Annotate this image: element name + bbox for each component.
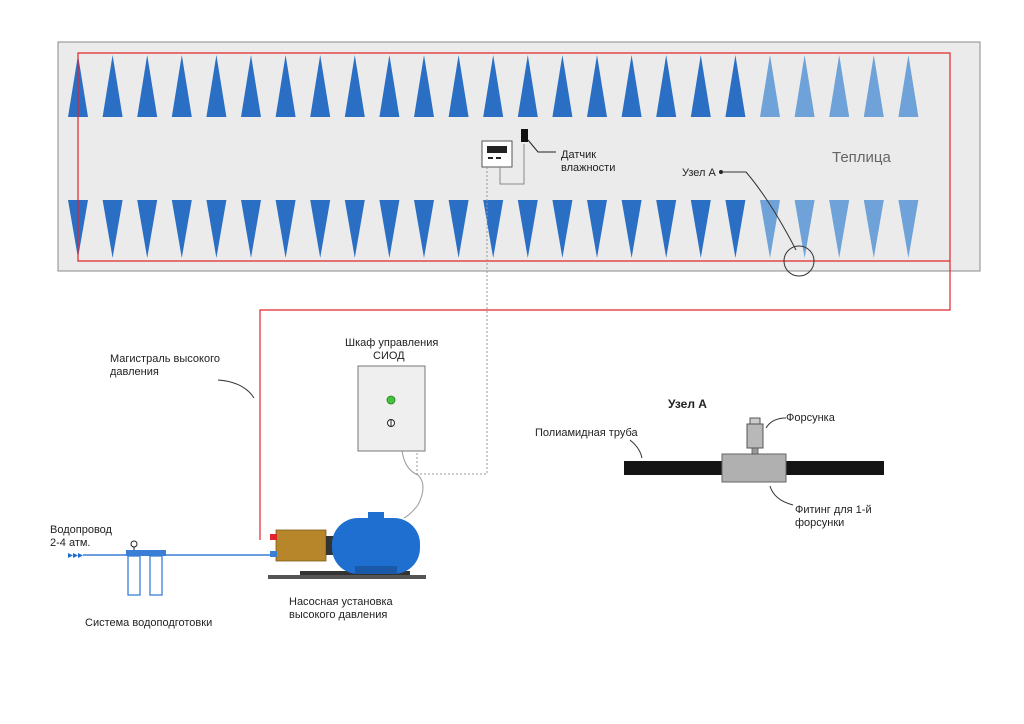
node-a-marker-circle xyxy=(783,245,815,277)
cabinet-to-pump-cable xyxy=(401,450,424,519)
high-pressure-main-leader xyxy=(217,379,255,399)
controller-display-icon xyxy=(481,140,513,168)
sensor-cable xyxy=(499,144,525,185)
nozzle-label: Форсунка xyxy=(786,412,836,424)
node-a-leader-line xyxy=(721,171,797,251)
pump-station-label-2: высокого давления xyxy=(289,609,387,621)
high-pressure-main-label-2: давления xyxy=(110,366,159,378)
top-nozzle-spray-cone xyxy=(483,55,504,117)
top-nozzle-spray-cone xyxy=(690,55,711,117)
pump-icon xyxy=(268,512,426,579)
control-cabinet-label-2: СИОД xyxy=(373,350,405,362)
water-treatment-label: Система водоподготовки xyxy=(85,617,212,629)
polyamide-pipe-label: Полиамидная труба xyxy=(535,427,638,439)
top-nozzle-spray-cone xyxy=(829,55,850,117)
top-nozzle-spray-cone xyxy=(552,55,573,117)
water-supply-label-2: 2-4 атм. xyxy=(50,537,91,549)
node-a-pointer-label: Узел А xyxy=(682,167,717,179)
high-pressure-pipe-loop xyxy=(77,52,951,540)
nozzle-row-top xyxy=(68,55,919,117)
control-cabinet-box xyxy=(357,365,426,452)
nozzle-leader xyxy=(765,417,787,429)
top-nozzle-spray-cone xyxy=(275,55,296,117)
top-nozzle-spray-cone xyxy=(760,55,780,117)
bottom-nozzle-spray-cone xyxy=(863,200,884,258)
bottom-nozzle-spray-cone xyxy=(587,200,607,258)
top-nozzle-spray-cone xyxy=(206,55,227,117)
top-nozzle-spray-cone xyxy=(656,55,677,117)
bottom-nozzle-spray-cone xyxy=(448,200,469,258)
top-nozzle-spray-cone xyxy=(310,55,331,117)
node-a-detail-title: Узел А xyxy=(668,397,707,411)
bottom-nozzle-spray-cone xyxy=(760,200,780,258)
bottom-nozzle-spray-cone xyxy=(794,200,815,258)
fitting-label-1: Фитинг для 1-й xyxy=(795,504,872,516)
nozzle-row-bottom xyxy=(68,200,919,258)
top-nozzle-spray-cone xyxy=(241,55,261,117)
top-nozzle-spray-cone xyxy=(137,55,158,117)
bottom-nozzle-spray-cone xyxy=(829,200,850,258)
control-cabinet-label-1: Шкаф управления xyxy=(345,337,438,349)
bottom-nozzle-spray-cone xyxy=(275,200,296,258)
water-inlet-arrow-icon xyxy=(68,553,83,558)
pump-station-label-1: Насосная установка xyxy=(289,596,394,608)
bottom-nozzle-spray-cone xyxy=(725,200,746,258)
top-nozzle-spray-cone xyxy=(794,55,815,117)
pressure-gauge-icon xyxy=(130,540,138,550)
nozzle-icon xyxy=(746,417,764,455)
bottom-nozzle-spray-cone xyxy=(656,200,677,258)
top-nozzle-spray-cone xyxy=(379,55,400,117)
bottom-nozzle-spray-cone xyxy=(621,200,642,258)
top-nozzle-spray-cone xyxy=(621,55,642,117)
bottom-nozzle-spray-cone xyxy=(483,200,504,258)
bottom-nozzle-spray-cone xyxy=(102,200,123,258)
humidity-sensor-label-2: влажности xyxy=(561,162,615,174)
bottom-nozzle-spray-cone xyxy=(690,200,711,258)
top-nozzle-spray-cone xyxy=(517,55,538,117)
high-pressure-main-label-1: Магистраль высокого xyxy=(110,353,220,365)
humidity-sensor-icon xyxy=(521,129,528,142)
top-nozzle-spray-cone xyxy=(725,55,746,117)
top-nozzle-spray-cone xyxy=(414,55,434,117)
polyamide-pipe-left xyxy=(624,461,728,475)
top-nozzle-spray-cone xyxy=(863,55,884,117)
top-nozzle-spray-cone xyxy=(448,55,469,117)
fitting-label-2: форсунки xyxy=(795,517,844,529)
bottom-nozzle-spray-cone xyxy=(552,200,573,258)
control-cable-dotted xyxy=(416,167,488,475)
cabinet-green-led-icon xyxy=(386,395,396,405)
polyamide-pipe-leader xyxy=(629,439,643,459)
bottom-nozzle-spray-cone xyxy=(344,200,365,258)
sensor-leader-line xyxy=(527,139,556,153)
fitting-icon xyxy=(721,453,787,483)
top-nozzle-spray-cone xyxy=(898,55,919,117)
humidity-sensor-label-1: Датчик xyxy=(561,149,596,161)
bottom-nozzle-spray-cone xyxy=(206,200,227,258)
bottom-nozzle-spray-cone xyxy=(241,200,261,258)
polyamide-pipe-right xyxy=(780,461,884,475)
bottom-nozzle-spray-cone xyxy=(171,200,192,258)
top-nozzle-spray-cone xyxy=(587,55,607,117)
top-nozzle-spray-cone xyxy=(171,55,192,117)
bottom-nozzle-spray-cone xyxy=(517,200,538,258)
top-nozzle-spray-cone xyxy=(102,55,123,117)
filter-housing-icon xyxy=(126,550,166,596)
fitting-leader xyxy=(769,485,794,506)
bottom-nozzle-spray-cone xyxy=(310,200,331,258)
greenhouse-label: Теплица xyxy=(832,149,892,166)
bottom-nozzle-spray-cone xyxy=(898,200,919,258)
bottom-nozzle-spray-cone xyxy=(414,200,434,258)
bottom-nozzle-spray-cone xyxy=(379,200,400,258)
greenhouse-area xyxy=(57,41,981,272)
water-supply-label-1: Водопровод xyxy=(50,524,113,536)
top-nozzle-spray-cone xyxy=(344,55,365,117)
bottom-nozzle-spray-cone xyxy=(137,200,158,258)
